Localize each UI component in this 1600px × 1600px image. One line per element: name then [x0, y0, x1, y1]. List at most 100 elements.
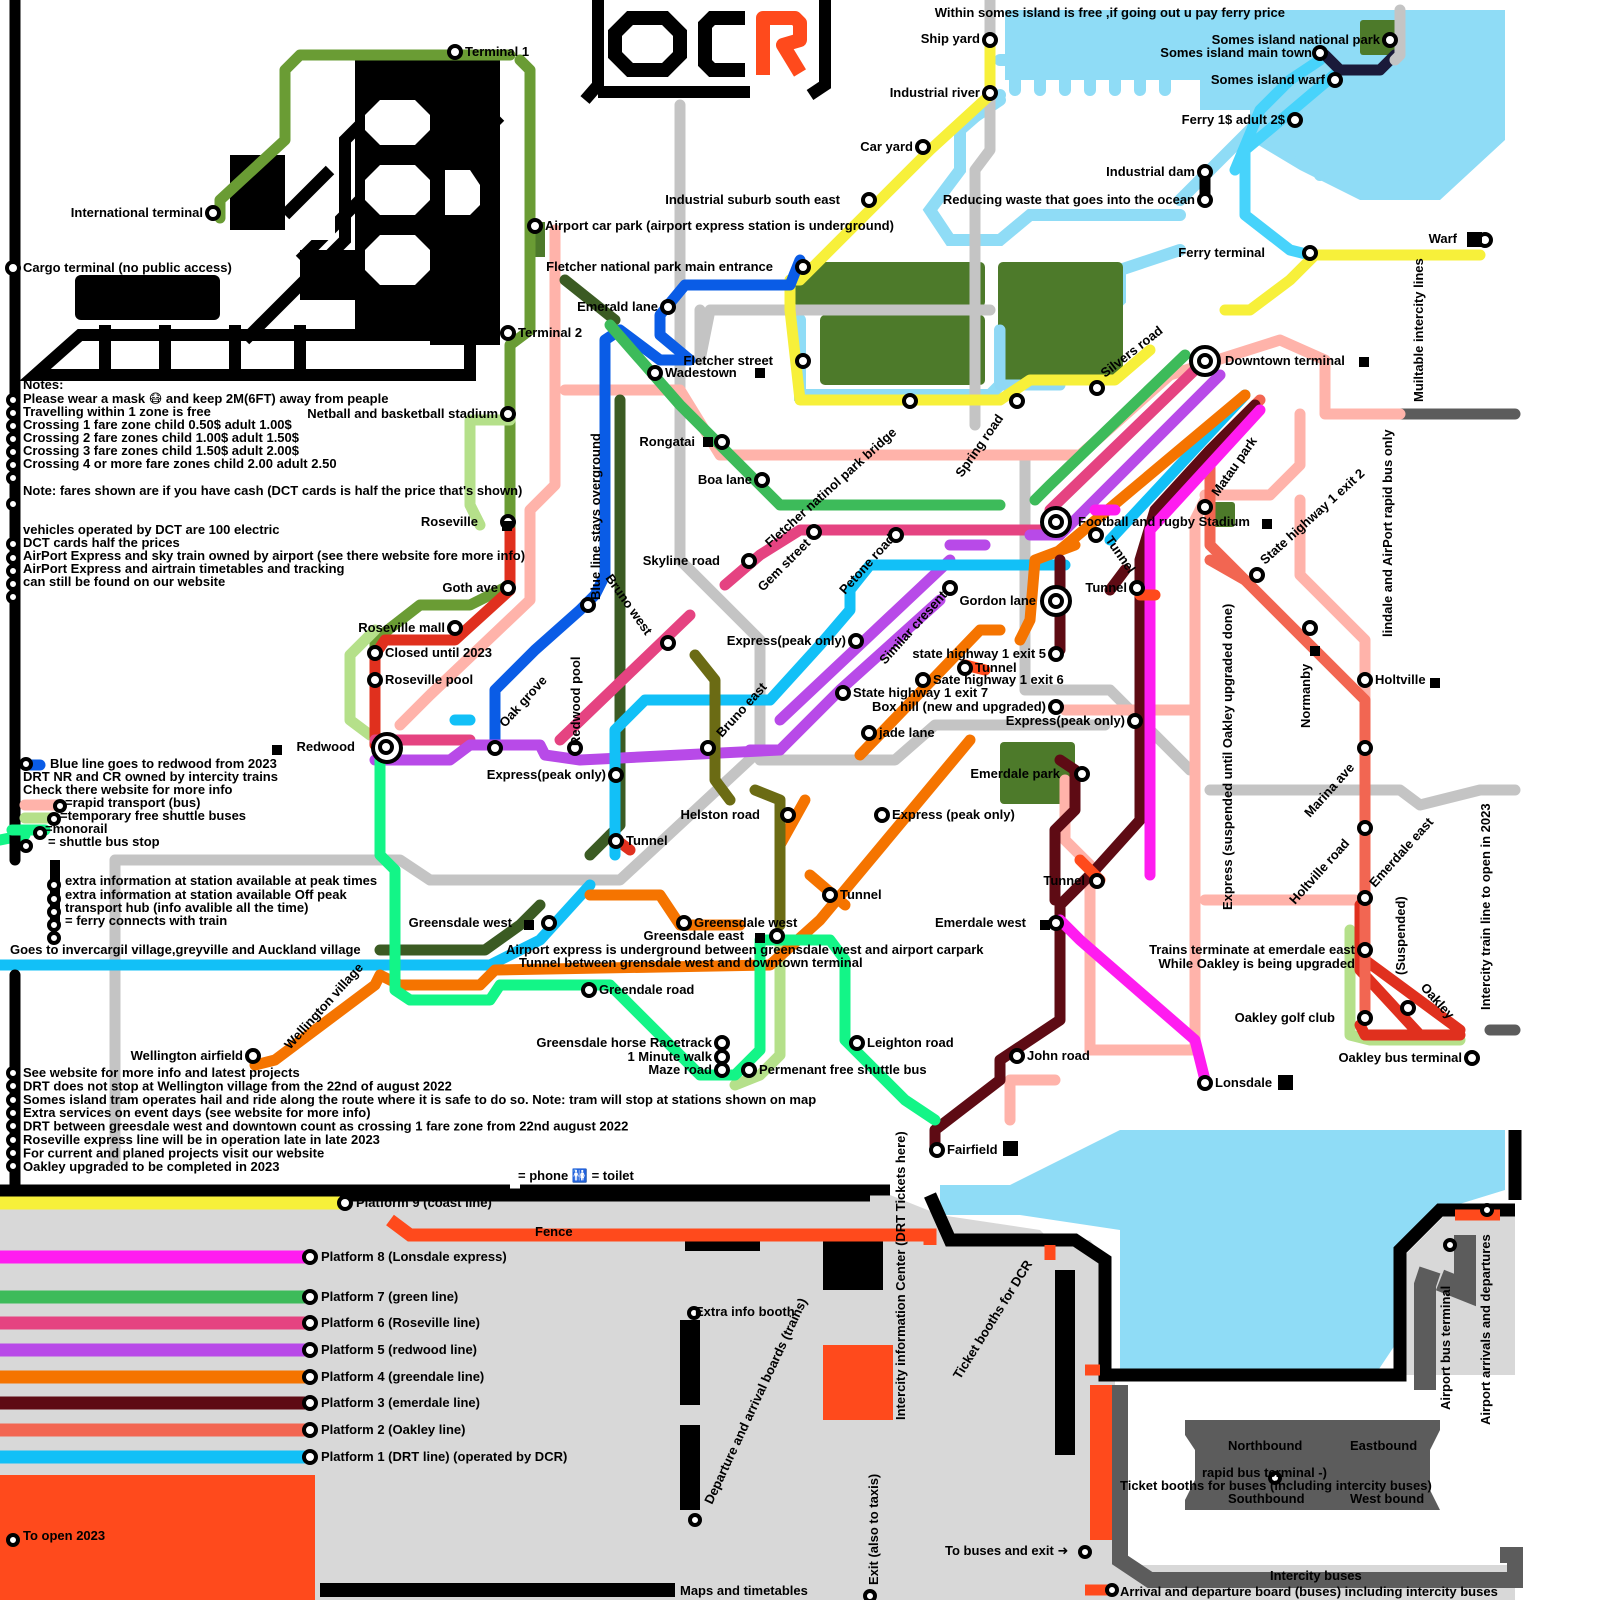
station-dot-redwood[interactable]	[378, 739, 394, 755]
station-dot-marina_ave[interactable]	[1357, 740, 1373, 756]
station-dot-greendale_road[interactable]	[581, 982, 597, 998]
station-dot-express_peak1[interactable]	[848, 633, 864, 649]
station-dot-emerdale_park[interactable]	[1074, 766, 1090, 782]
station-dot-fletcher_np[interactable]	[795, 259, 811, 275]
platform-dot[interactable]	[302, 1315, 318, 1331]
station-dot-tunnel_d[interactable]	[608, 833, 624, 849]
station-dot-oakley[interactable]	[1400, 1000, 1416, 1016]
station-dot-bruno_east[interactable]	[700, 740, 716, 756]
station-dot-cargo[interactable]	[5, 260, 21, 276]
station-dot-box_hill[interactable]	[1048, 699, 1064, 715]
station-dot-greensdale_west[interactable]	[541, 915, 557, 931]
station-dot-greensdale_east[interactable]	[769, 928, 785, 944]
station-dot-racetrack[interactable]	[714, 1035, 730, 1051]
station-dot-somes_main[interactable]	[1312, 45, 1328, 61]
to-buses-label[interactable]: To buses and exit ➜	[945, 1543, 1068, 1558]
station-dot-john_road[interactable]	[1009, 1048, 1025, 1064]
station-dot-shuttle_bus[interactable]	[741, 1062, 757, 1078]
station-dot-tunnel_e[interactable]	[822, 887, 838, 903]
station-dot-fletcher_bridge[interactable]	[902, 393, 918, 409]
station-dot-express_peak2[interactable]	[608, 767, 624, 783]
station-dot-skyline[interactable]	[741, 553, 757, 569]
station-dot-minute_walk[interactable]	[714, 1049, 730, 1065]
station-dot-holtville[interactable]	[1357, 672, 1373, 688]
station-dot-wellington_airfield[interactable]	[245, 1048, 261, 1064]
notes-top-line: Travelling within 1 zone is free	[23, 404, 211, 419]
station-dot-tunnel_b[interactable]	[1129, 580, 1145, 596]
station-dot-industrial_south[interactable]	[861, 192, 877, 208]
station-dot-trains_terminate[interactable]	[1357, 942, 1373, 958]
platform-dot[interactable]	[302, 1342, 318, 1358]
station-dot-petone_road[interactable]	[888, 527, 904, 543]
station-dot-greensdale_west2[interactable]	[676, 915, 692, 931]
station-dot-leighton[interactable]	[849, 1035, 865, 1051]
station-dot-normanby[interactable]	[1302, 620, 1318, 636]
station-dot-goth_ave[interactable]	[500, 580, 516, 596]
station-dot-gordon_lane[interactable]	[1048, 593, 1064, 609]
station-dot-state_hwy1_exit7[interactable]	[835, 685, 851, 701]
station-dot-sh1_exit6[interactable]	[915, 672, 931, 688]
station-dot-downtown[interactable]	[1197, 353, 1213, 369]
station-dot-oakley_bus[interactable]	[1464, 1050, 1480, 1066]
station-dot-sh1_exit5[interactable]	[1048, 646, 1064, 662]
station-dot-boa_lane[interactable]	[754, 472, 770, 488]
station-dot-netball[interactable]	[500, 406, 516, 422]
station-dot-similar_cresent[interactable]	[942, 580, 958, 596]
station-dot-roseville_pool[interactable]	[367, 672, 383, 688]
station-dot-industrial_dam[interactable]	[1197, 164, 1213, 180]
station-dot-ferry1[interactable]	[1287, 112, 1303, 128]
station-dot-emerdale_west[interactable]	[1048, 915, 1064, 931]
station-dot-silvers_road[interactable]	[1089, 380, 1105, 396]
station-dot-helston[interactable]	[780, 807, 796, 823]
station-dot-gem_street[interactable]	[806, 524, 822, 540]
station-dot-fletcher_st[interactable]	[795, 353, 811, 369]
station-dot-tunnel_f[interactable]	[1089, 873, 1105, 889]
platform-dot[interactable]	[337, 1195, 353, 1211]
station-dot-state_hwy1_exit2[interactable]	[1249, 567, 1265, 583]
station-dot-closed_2023[interactable]	[367, 645, 383, 661]
station-label-helston: Helston road	[681, 807, 761, 822]
aux-dot	[6, 471, 20, 485]
platform-dot[interactable]	[302, 1249, 318, 1265]
exit-taxis-label[interactable]: Exit (also to taxis)	[866, 1474, 881, 1585]
station-dot-maze_road[interactable]	[714, 1062, 730, 1078]
station-dot-terminal2[interactable]	[500, 325, 516, 341]
station-dot-redwood_pool[interactable]	[567, 740, 583, 756]
station-dot-oakley_golf[interactable]	[1357, 1010, 1373, 1026]
platform-dot[interactable]	[302, 1289, 318, 1305]
station-dot-car_yard[interactable]	[915, 139, 931, 155]
station-dot-ferry_terminal[interactable]	[1302, 245, 1318, 261]
station-dot-bruno_west[interactable]	[660, 635, 676, 651]
platform-dot[interactable]	[302, 1369, 318, 1385]
station-dot-ship_yard[interactable]	[982, 32, 998, 48]
station-dot-holtville_road[interactable]	[1357, 890, 1373, 906]
platform-dot[interactable]	[302, 1449, 318, 1465]
station-dot-spring_road[interactable]	[1009, 393, 1025, 409]
platform-dot[interactable]	[302, 1395, 318, 1411]
station-dot-emerald_lane[interactable]	[660, 299, 676, 315]
station-label-terminal1: Terminal 1	[465, 44, 529, 59]
station-dot-lonsdale[interactable]	[1197, 1075, 1213, 1091]
station-dot-terminal1[interactable]	[447, 44, 463, 60]
station-dot-airport_carpark[interactable]	[527, 218, 543, 234]
station-dot-emerdale_east[interactable]	[1357, 820, 1373, 836]
station-dot-roseville_mall[interactable]	[447, 620, 463, 636]
station-dot-oak_grove[interactable]	[487, 740, 503, 756]
station-dot-tunnel_a[interactable]	[1088, 527, 1104, 543]
station-dot-industrial_river[interactable]	[982, 85, 998, 101]
station-dot-blue_overground[interactable]	[580, 597, 596, 613]
station-dot-fairfield[interactable]	[929, 1142, 945, 1158]
station-dot-somes_np[interactable]	[1382, 32, 1398, 48]
station-dot-somes_warf[interactable]	[1327, 72, 1343, 88]
station-dot-jade_lane[interactable]	[861, 725, 877, 741]
station-dot-football[interactable]	[1048, 514, 1064, 530]
station-dot-tunnel_c[interactable]	[957, 660, 973, 676]
station-dot-matau_park[interactable]	[1197, 499, 1213, 515]
station-dot-wadestown[interactable]	[647, 365, 663, 381]
station-dot-international[interactable]	[205, 205, 221, 221]
station-dot-reducing_waste[interactable]	[1197, 192, 1213, 208]
station-dot-express_peak4[interactable]	[874, 807, 890, 823]
station-dot-express_peak3[interactable]	[1127, 713, 1143, 729]
station-dot-rongatai[interactable]	[714, 434, 730, 450]
platform-dot[interactable]	[302, 1422, 318, 1438]
